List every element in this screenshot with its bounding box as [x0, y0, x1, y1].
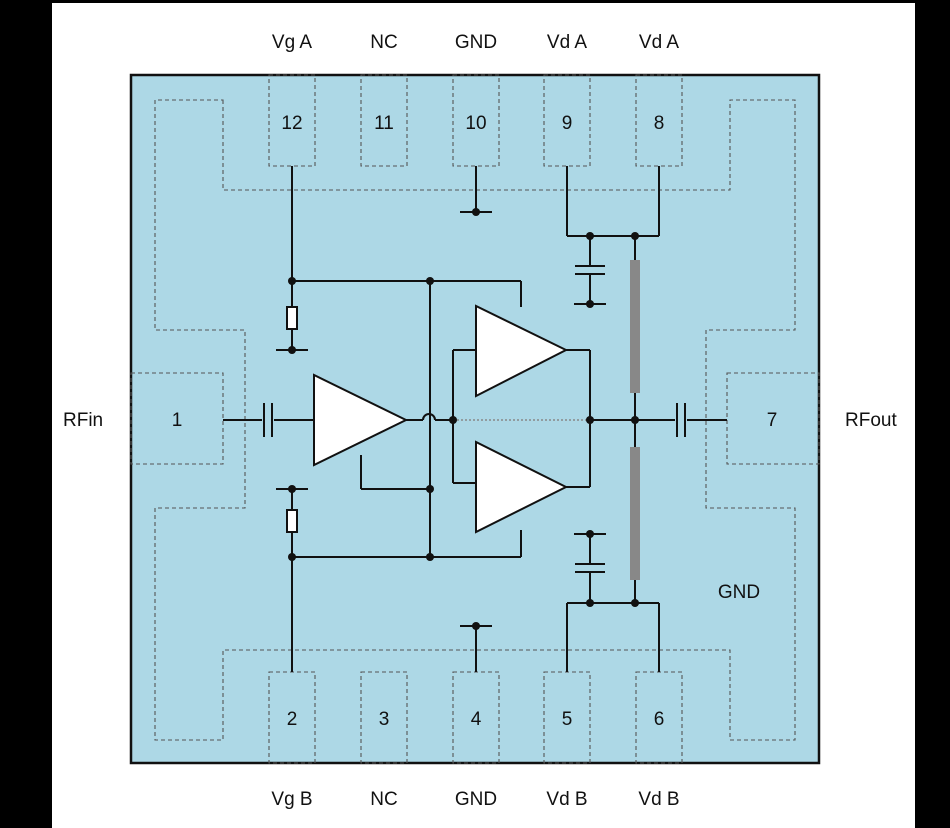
signal-label-top: NC [370, 32, 397, 53]
pad-11 [360, 74, 408, 167]
pin-number: 6 [654, 709, 665, 730]
signal-label-top: Vd A [639, 32, 679, 53]
rfout-label: RFout [845, 410, 897, 431]
ground-paddle-outline [154, 99, 796, 741]
amplifier-b [475, 440, 569, 534]
ground-paddle-label: GND [718, 582, 760, 603]
rfin-label: RFin [63, 410, 103, 431]
top-pads [268, 74, 683, 167]
pin-number: 11 [374, 113, 394, 134]
pad-3 [360, 671, 408, 764]
signal-label-top: GND [455, 32, 497, 53]
resistor-vgb [286, 509, 298, 533]
signal-label-top: Vd A [547, 32, 587, 53]
pad-10 [452, 74, 500, 167]
pin-number: 2 [287, 709, 298, 730]
signal-label-bottom: Vg B [271, 789, 312, 810]
signal-label-bottom: NC [370, 789, 397, 810]
pin-number: 3 [379, 709, 390, 730]
transmission-line-b [630, 447, 640, 580]
pin-number: 10 [465, 113, 486, 134]
junction-dots [288, 208, 639, 630]
resistor-vga [286, 306, 298, 330]
driver-amplifier [313, 373, 409, 467]
amplifier-a [475, 304, 569, 398]
pin-number: 7 [767, 410, 778, 431]
pin-number: 1 [172, 410, 183, 431]
pin-number: 12 [281, 113, 302, 134]
pin-number: 5 [562, 709, 573, 730]
pin-number: 9 [562, 113, 573, 134]
pad-12 [268, 74, 316, 167]
signal-label-top: Vg A [272, 32, 312, 53]
pad-1 [130, 372, 224, 465]
signal-label-bottom: GND [455, 789, 497, 810]
pad-8 [635, 74, 683, 167]
pin-number: 8 [654, 113, 665, 134]
pin-number: 4 [471, 709, 482, 730]
signal-label-bottom: Vd B [638, 789, 679, 810]
signal-label-bottom: Vd B [546, 789, 587, 810]
pad-9 [543, 74, 591, 167]
transmission-line-a [630, 260, 640, 393]
pad-7 [726, 372, 820, 465]
